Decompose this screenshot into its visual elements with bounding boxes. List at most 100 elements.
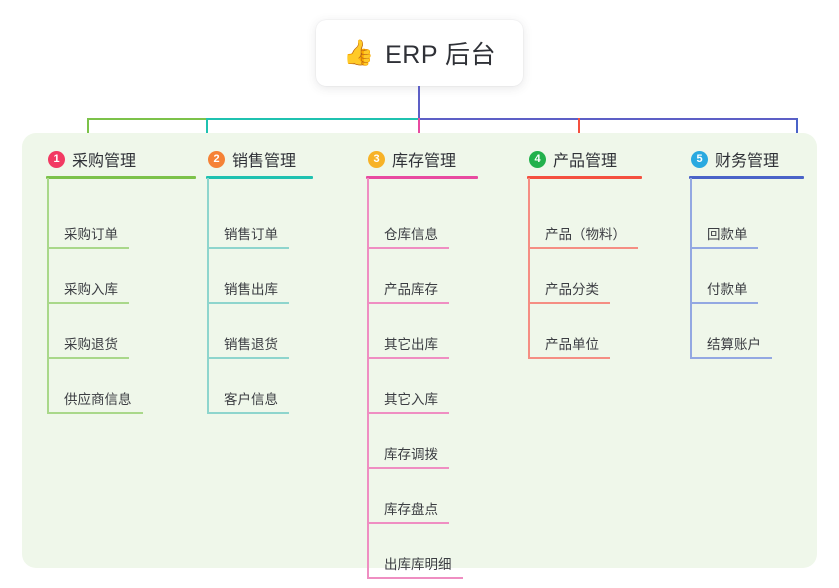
branch-header-2[interactable]: 2 销售管理 (206, 148, 313, 170)
branch-header-3[interactable]: 3 库存管理 (366, 148, 478, 170)
branch-item-underline (367, 577, 463, 579)
branch-item-underline (47, 247, 129, 249)
branch-item[interactable]: 其它出库 (366, 304, 478, 359)
branch-item-underline (528, 302, 610, 304)
branch-item[interactable]: 产品库存 (366, 249, 478, 304)
branch-item[interactable]: 出库库明细 (366, 524, 478, 579)
branch-item-label: 结算账户 (707, 337, 761, 352)
branch-spine-1 (47, 178, 49, 414)
branch-item-label: 其它出库 (384, 337, 438, 352)
branch-underline-3 (366, 176, 478, 179)
branch-item-label: 供应商信息 (64, 392, 132, 407)
branch-item-label: 采购入库 (64, 282, 118, 297)
branch-item-underline (207, 412, 289, 414)
branch-column-5: 5 财务管理回款单付款单结算账户 (689, 148, 804, 359)
branch-item-underline (690, 302, 758, 304)
branch-column-2: 2 销售管理销售订单销售出库销售退货客户信息 (206, 148, 313, 414)
branch-item[interactable]: 库存盘点 (366, 469, 478, 524)
branch-header-4[interactable]: 4 产品管理 (527, 148, 642, 170)
branch-item[interactable]: 销售出库 (206, 249, 313, 304)
branch-column-1: 1 采购管理采购订单采购入库采购退货供应商信息 (46, 148, 196, 414)
branch-column-4: 4 产品管理产品（物料） 产品分类产品单位 (527, 148, 642, 359)
branch-item-label: 回款单 (707, 227, 748, 242)
branch-item-label: 出库库明细 (384, 557, 452, 572)
branch-item-underline (367, 522, 449, 524)
branch-item[interactable]: 采购入库 (46, 249, 196, 304)
branch-underline-5 (689, 176, 804, 179)
branch-item-label: 付款单 (707, 282, 748, 297)
branch-item-label: 其它入库 (384, 392, 438, 407)
branch-badge-1: 1 (48, 150, 65, 168)
branch-item-label: 仓库信息 (384, 227, 438, 242)
bus-segment-product (418, 118, 798, 120)
branch-item-label: 销售退货 (224, 337, 278, 352)
branch-title-1: 采购管理 (72, 153, 137, 170)
branch-item-underline (367, 467, 449, 469)
branch-item[interactable]: 其它入库 (366, 359, 478, 414)
branches-panel (22, 133, 817, 568)
root-connector-line (418, 86, 420, 119)
branch-badge-5: 5 (691, 150, 708, 168)
branch-item-underline (528, 247, 638, 249)
branch-item[interactable]: 客户信息 (206, 359, 313, 414)
branch-item-underline (47, 357, 129, 359)
branch-item-underline (528, 357, 610, 359)
branch-item-label: 采购订单 (64, 227, 118, 242)
branch-item-label: 产品单位 (545, 337, 599, 352)
branch-item[interactable]: 销售订单 (206, 194, 313, 249)
branch-badge-3: 3 (368, 150, 385, 168)
branch-item-label: 销售订单 (224, 227, 278, 242)
root-node-title: ERP 后台 (385, 41, 497, 69)
branch-underline-2 (206, 176, 313, 179)
branch-title-5: 财务管理 (715, 153, 780, 170)
branch-item[interactable]: 采购退货 (46, 304, 196, 359)
branch-title-3: 库存管理 (392, 153, 457, 170)
branch-column-3: 3 库存管理仓库信息产品库存其它出库其它入库库存调拨库存盘点出库库明细 (366, 148, 478, 579)
bus-segment-sales (207, 118, 419, 120)
branch-item[interactable]: 供应商信息 (46, 359, 196, 414)
branch-item-underline (367, 412, 449, 414)
branch-item[interactable]: 产品单位 (527, 304, 642, 359)
branch-underline-1 (46, 176, 196, 179)
branch-item-underline (47, 302, 129, 304)
branch-item[interactable]: 付款单 (689, 249, 804, 304)
branch-item-underline (207, 357, 289, 359)
root-node-erp-backend[interactable]: 👍 ERP 后台 (316, 20, 523, 86)
branch-item[interactable]: 结算账户 (689, 304, 804, 359)
branch-badge-4: 4 (529, 150, 546, 168)
branch-item[interactable]: 采购订单 (46, 194, 196, 249)
branch-item-underline (367, 247, 449, 249)
branch-item-underline (47, 412, 143, 414)
branch-title-2: 销售管理 (232, 153, 297, 170)
branch-underline-4 (527, 176, 642, 179)
branch-item[interactable]: 销售退货 (206, 304, 313, 359)
branch-header-1[interactable]: 1 采购管理 (46, 148, 196, 170)
branch-item[interactable]: 产品（物料） (527, 194, 642, 249)
branch-item-label: 客户信息 (224, 392, 278, 407)
branch-spine-5 (690, 178, 692, 359)
branch-item[interactable]: 库存调拨 (366, 414, 478, 469)
branch-item-label: 产品（物料） (545, 227, 626, 242)
branch-item-underline (690, 247, 758, 249)
branch-item-label: 产品分类 (545, 282, 599, 297)
branch-item-underline (367, 357, 449, 359)
branch-badge-2: 2 (208, 150, 225, 168)
branch-title-4: 产品管理 (553, 153, 618, 170)
branch-spine-4 (528, 178, 530, 359)
branch-spine-2 (207, 178, 209, 414)
branch-item-label: 销售出库 (224, 282, 278, 297)
branch-item-label: 采购退货 (64, 337, 118, 352)
branch-item[interactable]: 仓库信息 (366, 194, 478, 249)
branch-item-underline (207, 302, 289, 304)
branch-item-underline (690, 357, 772, 359)
branch-item[interactable]: 产品分类 (527, 249, 642, 304)
branch-item-label: 产品库存 (384, 282, 438, 297)
branch-item[interactable]: 回款单 (689, 194, 804, 249)
branch-header-5[interactable]: 5 财务管理 (689, 148, 804, 170)
branch-item-underline (367, 302, 449, 304)
bus-segment-purchase (87, 118, 208, 120)
branch-item-underline (207, 247, 289, 249)
branch-item-label: 库存盘点 (384, 502, 438, 517)
thumbs-up-emoji: 👍 (342, 38, 375, 67)
